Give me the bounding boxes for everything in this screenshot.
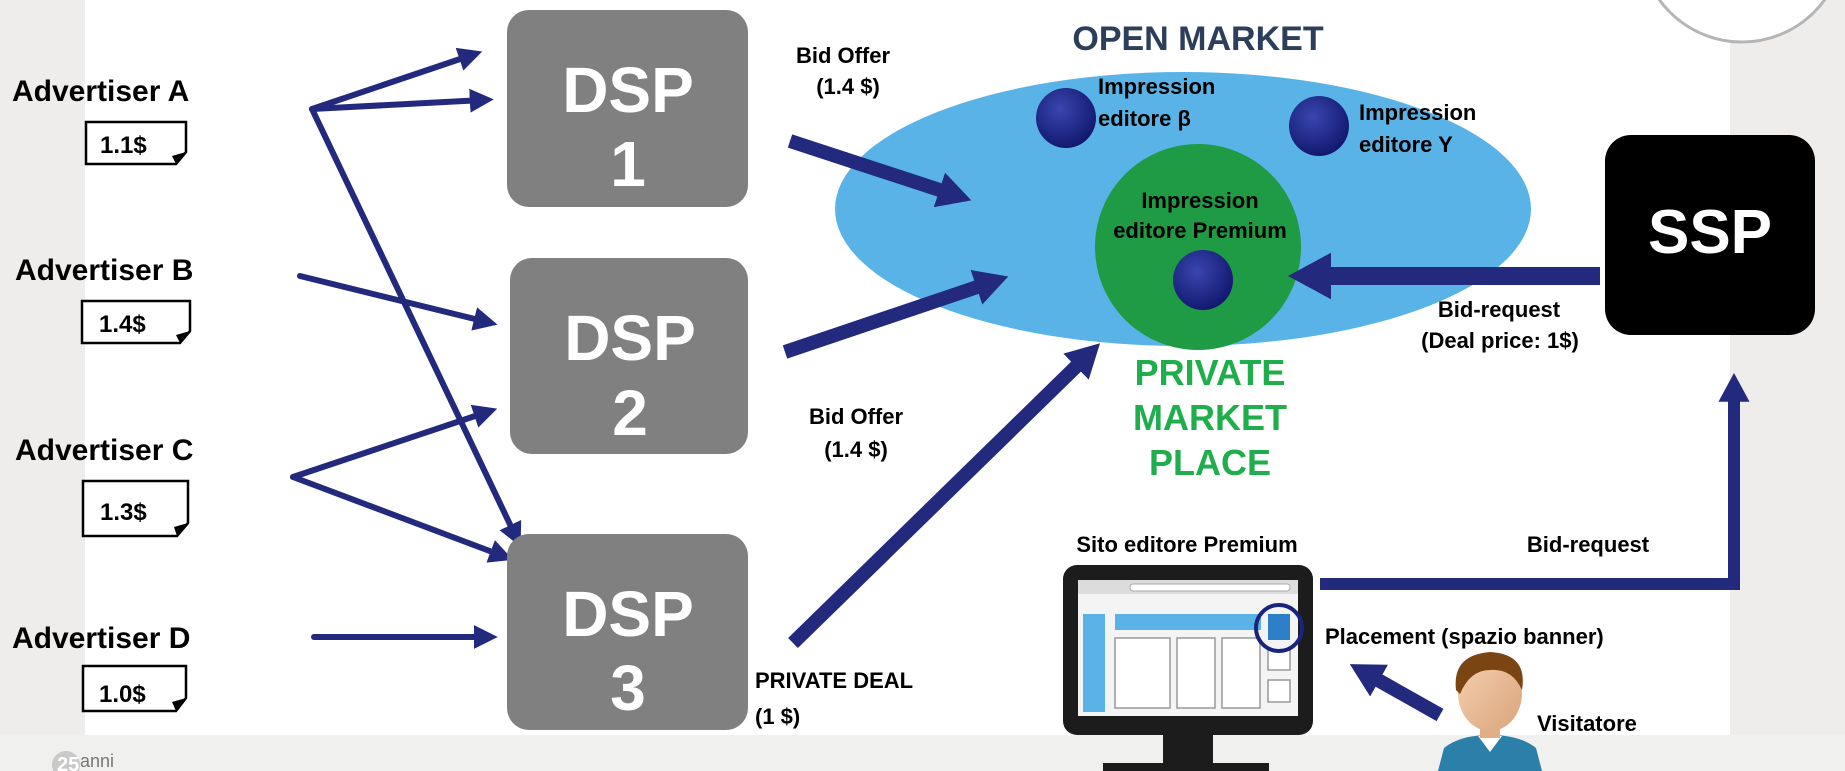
private-deal-price: (1 $) [755, 704, 800, 729]
arrow-c-dsp2 [290, 404, 498, 480]
advertiser-b-bid: 1.4$ [99, 311, 146, 338]
dsp-2-rect [510, 258, 748, 454]
private-marketplace-line2: MARKET [1133, 397, 1287, 438]
advertiser-d: Advertiser D 1.0$ [12, 622, 190, 713]
impression-gamma-dot [1289, 96, 1349, 156]
arrow-a-dsp1-upper [309, 47, 483, 112]
impression-premium-dot [1173, 250, 1233, 310]
impression-premium-line1: Impression [1141, 188, 1258, 213]
advertiser-a-name: Advertiser A [12, 75, 189, 108]
site-content-block-3 [1221, 637, 1261, 709]
dsp-2-number: 2 [612, 377, 648, 449]
impression-beta-dot [1036, 88, 1096, 148]
advertiser-b: Advertiser B 1.4$ [15, 254, 193, 345]
arrow-site-to-ssp [1320, 372, 1750, 590]
placement-label: Placement (spazio banner) [1325, 624, 1604, 649]
tag-fold-icon [174, 523, 188, 536]
site-sidebar-block [1083, 614, 1105, 712]
visitor-label: Visitatore [1537, 711, 1637, 736]
bid-request-label: Bid-request [1527, 532, 1650, 557]
site-content-block-1 [1114, 637, 1171, 709]
visitor-shirt [1438, 735, 1542, 771]
dsp-1-rect [507, 10, 748, 207]
site-label: Sito editore Premium [1076, 532, 1297, 557]
bid-request-deal-price: (Deal price: 1$) [1421, 328, 1579, 353]
tag-fold-icon [172, 152, 186, 164]
advertiser-c-name: Advertiser C [15, 434, 193, 467]
impression-premium-line2: editore Premium [1113, 218, 1287, 243]
ssp-box [1605, 135, 1815, 335]
site-content-block-2 [1176, 637, 1216, 709]
dsp-1-label: DSP [562, 54, 694, 126]
ssp-label: SSP [1648, 198, 1772, 267]
bid-request-deal-title: Bid-request [1438, 297, 1561, 322]
site-header-block [1115, 614, 1261, 630]
advertiser-a-bid: 1.1$ [100, 132, 147, 159]
address-bar [1129, 583, 1291, 592]
tag-fold-icon [176, 331, 190, 343]
dsp-2-box: DSP 2 [510, 258, 748, 454]
private-marketplace-line3: PLACE [1149, 442, 1271, 483]
arrow-a-dsp1-lower [309, 88, 494, 113]
advertiser-c-bid: 1.3$ [100, 499, 147, 526]
arrow-dsp3-private-market [788, 343, 1101, 649]
private-deal-title: PRIVATE DEAL [755, 668, 913, 693]
advertiser-b-name: Advertiser B [15, 254, 193, 287]
private-marketplace-circle [1095, 144, 1301, 350]
bid-offer-2-title: Bid Offer [809, 404, 904, 429]
monitor-base [1103, 763, 1269, 771]
private-marketplace-label: PRIVATE MARKET PLACE [1133, 352, 1287, 483]
placement-highlight-circle [1254, 603, 1304, 653]
dsp-1-box: DSP 1 [507, 10, 748, 207]
impression-beta-line2: editore β [1098, 106, 1191, 131]
visitor-person-icon [1438, 652, 1542, 771]
dsp-3-label: DSP [562, 578, 694, 650]
arrow-c-dsp3 [290, 474, 514, 563]
logo-circle [52, 751, 80, 771]
dsp-1-number: 1 [610, 128, 646, 200]
corner-circle [1657, 0, 1827, 44]
arrow-a-dsp3 [309, 106, 522, 547]
arrow-b-dsp2 [297, 273, 498, 331]
bid-offer-1-title: Bid Offer [796, 43, 891, 68]
open-market-title: OPEN MARKET [1072, 20, 1323, 58]
impression-beta-line1: Impression [1098, 74, 1215, 99]
advertiser-d-name: Advertiser D [12, 622, 190, 655]
dsp-3-rect [507, 534, 748, 730]
advertiser-c: Advertiser C 1.3$ [15, 434, 193, 538]
background-left-panel [0, 0, 85, 771]
arrow-dsp1-open-market [787, 134, 972, 208]
visitor-collar [1478, 736, 1502, 752]
arrow-dsp2-open-market [782, 270, 1009, 359]
bid-offer-1-price: (1.4 $) [816, 74, 880, 99]
visitor-hair [1455, 652, 1523, 694]
advertiser-d-bid: 1.0$ [99, 681, 146, 708]
dsp-3-box: DSP 3 [507, 534, 748, 730]
logo-number: 25 [57, 754, 79, 771]
arrow-visitor-placement [1349, 664, 1444, 722]
bid-offer-2-price: (1.4 $) [824, 437, 888, 462]
monitor-stand [1163, 735, 1213, 763]
logo-word: anni [80, 751, 114, 771]
25-anni-logo: 25 anni [52, 751, 114, 771]
advertiser-to-dsp-arrows [290, 47, 522, 649]
advertiser-a: Advertiser A 1.1$ [12, 75, 189, 166]
banner-placement [1268, 614, 1290, 640]
dsp-3-number: 3 [610, 652, 646, 724]
bid-arrows [782, 134, 1750, 722]
tag-fold-icon [172, 698, 186, 711]
dsp-2-label: DSP [564, 302, 696, 374]
monitor-icon [1063, 565, 1313, 771]
private-marketplace-line1: PRIVATE [1135, 352, 1286, 393]
site-side-block-2 [1267, 679, 1291, 703]
impression-gamma-line1: Impression [1359, 100, 1476, 125]
impression-gamma-line2: editore Y [1359, 132, 1453, 157]
